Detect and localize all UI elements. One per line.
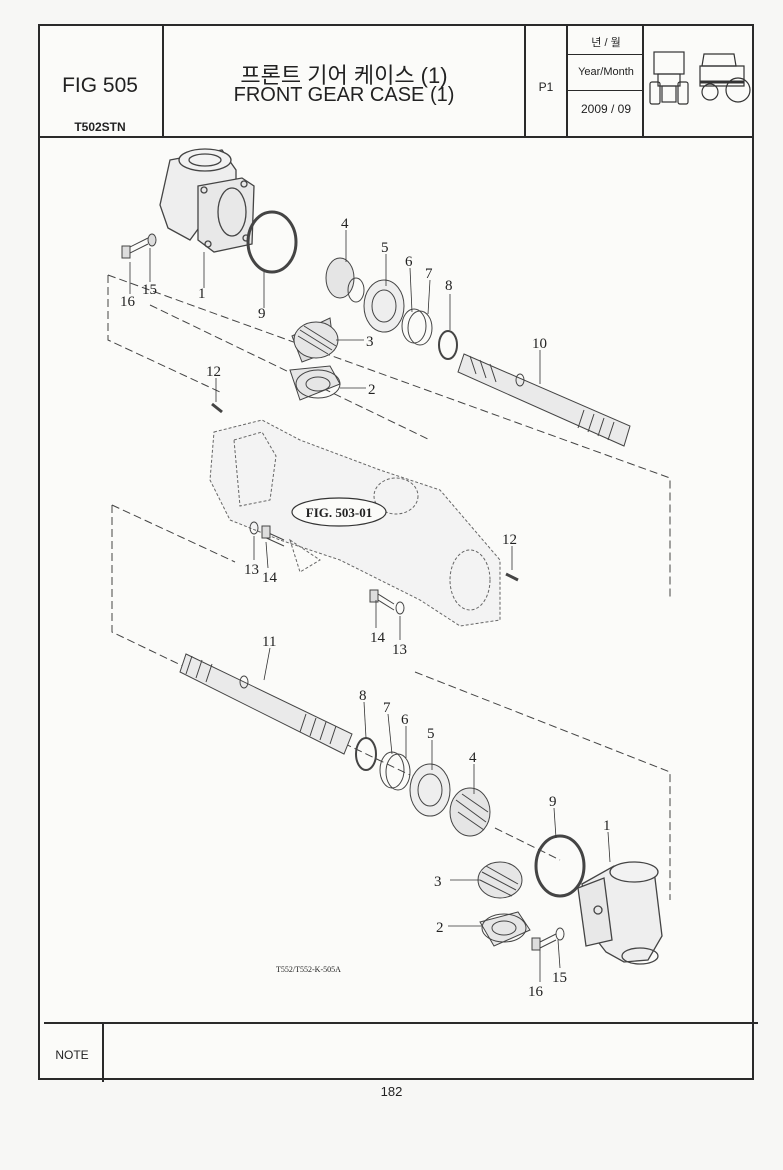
callout-15: 15 (142, 282, 157, 298)
bolt-washer-bottom (531, 927, 565, 951)
callout-9: 9 (258, 306, 266, 322)
bearing-top (363, 279, 405, 333)
year-month-label-en: Year/Month (578, 66, 634, 78)
o-ring-bottom (534, 834, 586, 898)
dowel-pin-top (211, 402, 223, 414)
callout-labels: 1 9 4 5 6 7 8 10 3 2 12 16 15 12 13 14 1… (120, 216, 611, 1000)
title-block: FIG 505 T502STN 프론트 기어 케이스 (1) FRONT GEA… (40, 26, 752, 138)
callout-13-mid: 13 (392, 642, 407, 658)
shims-top (401, 308, 433, 346)
callout-4: 4 (341, 216, 349, 232)
bevel-gear-bottom-3 (477, 861, 523, 899)
page-number: 182 (380, 1084, 403, 1099)
callout-5: 5 (381, 240, 389, 256)
callout-16-bottom: 16 (528, 984, 544, 1000)
fig-reference-label: FIG. 503-01 (306, 505, 372, 520)
tractor-icon (649, 51, 751, 105)
callout-9-bottom: 9 (549, 794, 557, 810)
axle-shaft-top (457, 353, 631, 447)
bolt-washer-top (121, 233, 157, 259)
drawing-number: T552/T552-K-505A (276, 965, 341, 974)
callout-1-bottom: 1 (603, 818, 611, 834)
callout-7-bottom: 7 (383, 700, 391, 716)
callout-2-bottom: 2 (436, 920, 444, 936)
bevel-gear-bottom-4 (449, 787, 491, 837)
year-month-cell: 년 / 월 Year/Month 2009 / 09 (568, 26, 644, 136)
snap-ring-top (438, 330, 458, 360)
page-frame: FIG 505 T502STN 프론트 기어 케이스 (1) FRONT GEA… (38, 24, 758, 1082)
model-code: T502STN (74, 120, 126, 134)
callout-2: 2 (368, 382, 376, 398)
callout-10: 10 (532, 336, 547, 352)
callout-12-mid: 12 (502, 532, 517, 548)
shims-bottom (379, 751, 411, 791)
assembly-lines (107, 274, 671, 900)
title-cell: 프론트 기어 케이스 (1) FRONT GEAR CASE (1) (164, 26, 526, 136)
note-label-box: NOTE (44, 1024, 104, 1082)
callout-3-bottom: 3 (434, 874, 442, 890)
callout-1: 1 (198, 286, 206, 302)
bearing-lower-top (289, 365, 341, 401)
page-cell: P1 (526, 26, 568, 136)
year-month-label-ko: 년 / 월 (591, 37, 621, 49)
bolt-washer-mid-right (369, 589, 405, 615)
bearing-bottom (409, 763, 451, 817)
fig-cell: FIG 505 T502STN (40, 26, 164, 136)
o-ring-top (246, 210, 298, 274)
callout-13: 13 (244, 562, 259, 578)
callout-3: 3 (366, 334, 374, 350)
divider (568, 54, 644, 55)
divider (568, 90, 644, 91)
callout-4-bottom: 4 (469, 750, 477, 766)
title-english: FRONT GEAR CASE (1) (233, 84, 455, 106)
page-code: P1 (538, 80, 554, 94)
callout-8: 8 (445, 278, 453, 294)
bevel-gear-top (291, 317, 339, 363)
gear-case-housing-bottom (577, 861, 663, 965)
title-korean: 프론트 기어 케이스 (1) (240, 63, 448, 88)
callout-6: 6 (405, 254, 413, 270)
bolt-washer-mid-left (249, 521, 285, 547)
tractor-icon-cell (644, 26, 752, 136)
callout-7: 7 (425, 266, 433, 282)
callout-12: 12 (206, 364, 221, 380)
bearing-lower-bottom (479, 911, 531, 947)
collar-top (325, 257, 365, 303)
dowel-pin-mid (505, 572, 519, 582)
callout-15-bottom: 15 (552, 970, 567, 986)
fig-number: FIG 505 (62, 74, 138, 97)
axle-shaft-bottom (179, 653, 353, 755)
callout-14-mid: 14 (370, 630, 386, 646)
gear-case-housing-top (159, 148, 255, 253)
leader-lines (129, 230, 611, 982)
callout-16: 16 (120, 294, 136, 310)
fig-reference-oval (291, 497, 387, 527)
callout-8-bottom: 8 (359, 688, 367, 704)
callout-5-bottom: 5 (427, 726, 435, 742)
note-row: NOTE (44, 1022, 758, 1082)
note-label: NOTE (55, 1048, 89, 1062)
callout-11: 11 (262, 634, 276, 650)
year-month-value: 2009 / 09 (580, 102, 632, 116)
callout-6-bottom: 6 (401, 712, 409, 728)
callout-14: 14 (262, 570, 278, 586)
